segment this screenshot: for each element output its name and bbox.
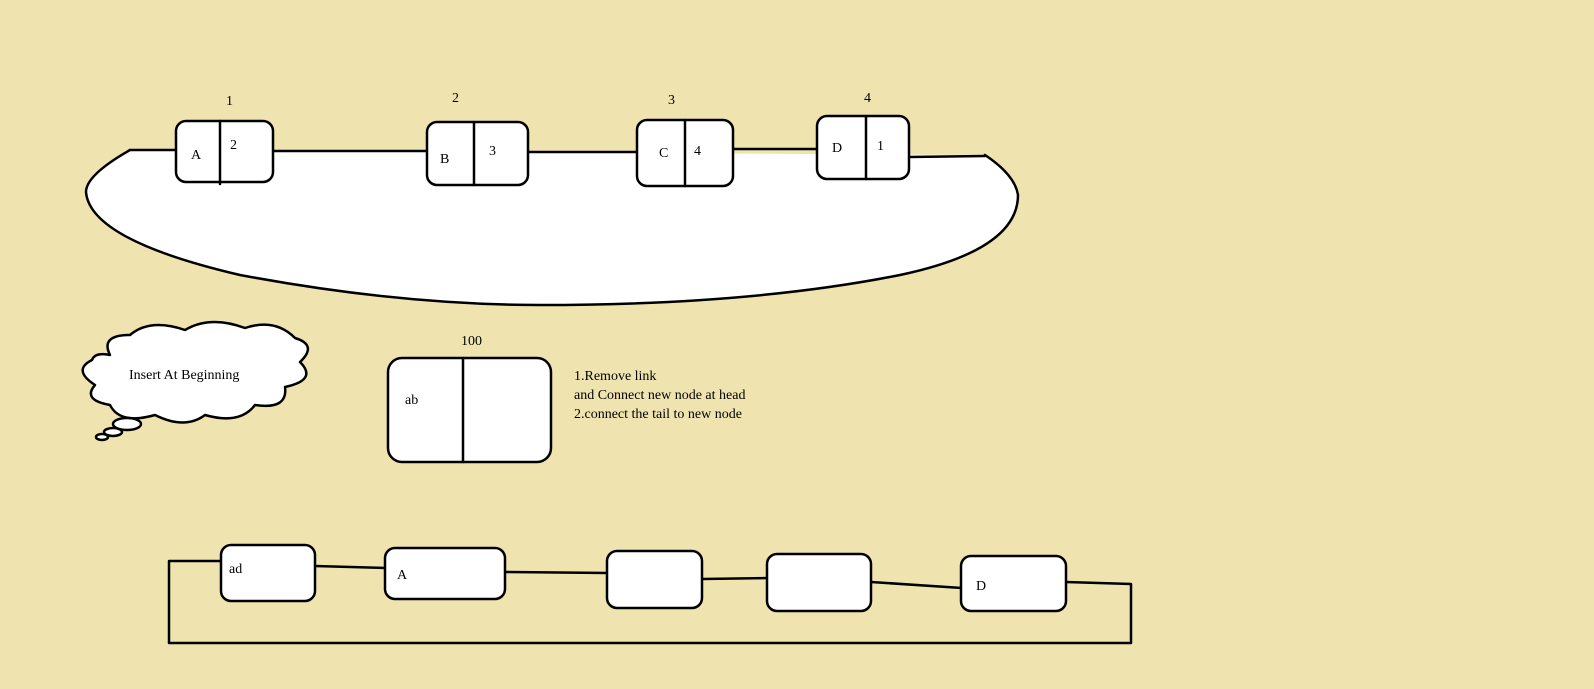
node-address-label: 2	[452, 91, 459, 106]
node-address-label: 3	[668, 93, 675, 108]
bottom-links	[167, 559, 1133, 645]
node-next-label: 2	[230, 138, 237, 153]
steps-text: 1.Remove link and Connect new node at he…	[574, 367, 745, 424]
node-b	[425, 120, 530, 187]
node-d	[815, 114, 911, 181]
node-a	[174, 119, 275, 186]
node-data-label: A	[191, 148, 202, 163]
circular-loop	[84, 148, 1020, 307]
bottom-node-2	[383, 546, 507, 601]
bottom-node-data: A	[397, 568, 408, 583]
link-tail	[907, 154, 987, 159]
node-next-label: 1	[877, 139, 884, 154]
new-node-address: 100	[461, 334, 482, 349]
bottom-node-4	[765, 552, 873, 613]
node-data-label: C	[659, 146, 669, 161]
thought-bubble-text: Insert At Beginning	[129, 368, 240, 383]
bottom-node-3	[605, 549, 704, 610]
node-data-label: D	[832, 141, 843, 156]
node-address-label: 1	[226, 94, 233, 109]
step-line: and Connect new node at head	[574, 388, 746, 403]
node-c	[635, 118, 735, 188]
bottom-node-data: ad	[229, 562, 243, 577]
node-data-label: B	[440, 152, 450, 167]
new-node	[386, 356, 553, 464]
bottom-node-data: D	[976, 579, 987, 594]
bottom-node-5	[959, 554, 1068, 613]
step-line: 2.connect the tail to new node	[574, 407, 742, 422]
node-next-label: 4	[694, 144, 701, 159]
step-line: 1.Remove link	[574, 369, 657, 384]
node-next-label: 3	[489, 144, 496, 159]
thought-bubble	[81, 320, 309, 442]
new-node-data: ab	[405, 393, 419, 408]
node-address-label: 4	[864, 91, 871, 106]
bottom-node-1	[219, 543, 317, 603]
